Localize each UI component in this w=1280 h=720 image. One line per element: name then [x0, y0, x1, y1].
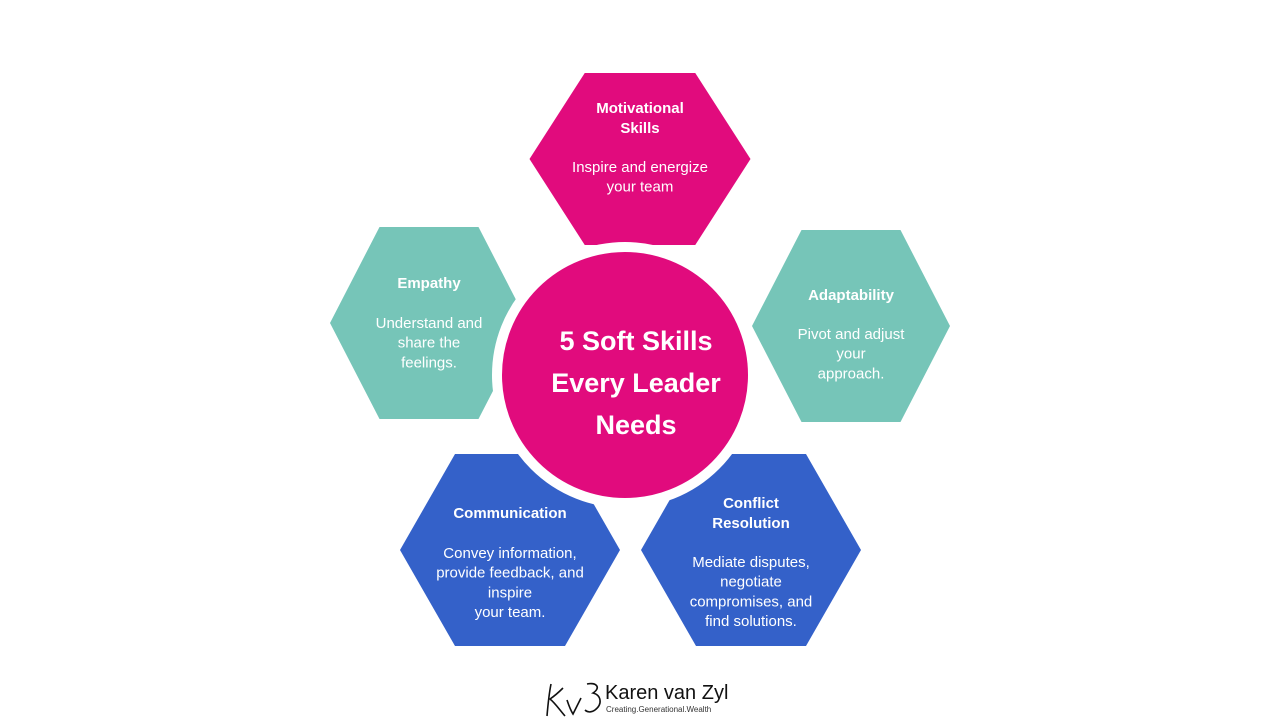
center-title-line: 5 Soft Skills: [559, 326, 712, 356]
skill-title-line: Skills: [620, 120, 659, 137]
skill-title: Adaptability: [808, 287, 894, 304]
hexagon-shape: [529, 73, 751, 245]
skill-description-line: your: [836, 346, 865, 363]
skill-title-line: Motivational: [596, 100, 684, 117]
hexagon-shape: [752, 230, 950, 422]
skill-title-line: Conflict: [723, 495, 779, 512]
skill-description-line: share the: [398, 335, 461, 352]
hexagon-shape: [400, 454, 620, 646]
skill-description-line: Understand and: [376, 315, 483, 332]
skill-title-line: Communication: [453, 505, 566, 522]
skill-description-line: find solutions.: [705, 613, 797, 630]
skill-description-line: inspire: [488, 584, 532, 601]
skill-description-line: provide feedback, and: [436, 565, 584, 582]
skill-description-line: compromises, and: [690, 593, 813, 610]
skill-title: Empathy: [397, 275, 461, 292]
skill-title: Communication: [453, 505, 566, 522]
center-title-line: Needs: [595, 410, 676, 440]
skill-description: Mediate disputes, negotiate compromises, a…: [690, 554, 813, 630]
skill-description-line: your team.: [475, 604, 546, 621]
skill-description-line: Convey information,: [443, 545, 576, 562]
skill-description-line: Pivot and adjust: [798, 326, 906, 343]
brand-monogram: [546, 682, 601, 717]
skill-description: Understand and share the feelings.: [376, 315, 483, 371]
skill-description: Pivot and adjust your approach.: [798, 326, 906, 382]
skill-description-line: negotiate: [720, 574, 782, 591]
center-circle: [492, 242, 758, 508]
center-title-line: Every Leader: [551, 368, 721, 398]
skill-description: Convey information, provide feedback, and…: [436, 545, 584, 621]
skill-title-line: Adaptability: [808, 287, 894, 304]
brand-tagline: Creating.Generational.Wealth: [606, 705, 712, 714]
skill-title-line: Empathy: [397, 275, 461, 292]
skill-description-line: Mediate disputes,: [692, 554, 810, 571]
skill-description-line: Inspire and energize: [572, 159, 708, 176]
skill-description-line: feelings.: [401, 354, 457, 371]
skill-description-line: your team: [607, 179, 674, 196]
skill-description-line: approach.: [818, 365, 885, 382]
skill-description: Inspire and energize your team: [572, 159, 708, 196]
brand-name: Karen van Zyl: [605, 682, 729, 704]
hexagon-shape: [330, 227, 528, 419]
hexagon-shape: [641, 454, 861, 646]
skill-title-line: Resolution: [712, 515, 790, 532]
